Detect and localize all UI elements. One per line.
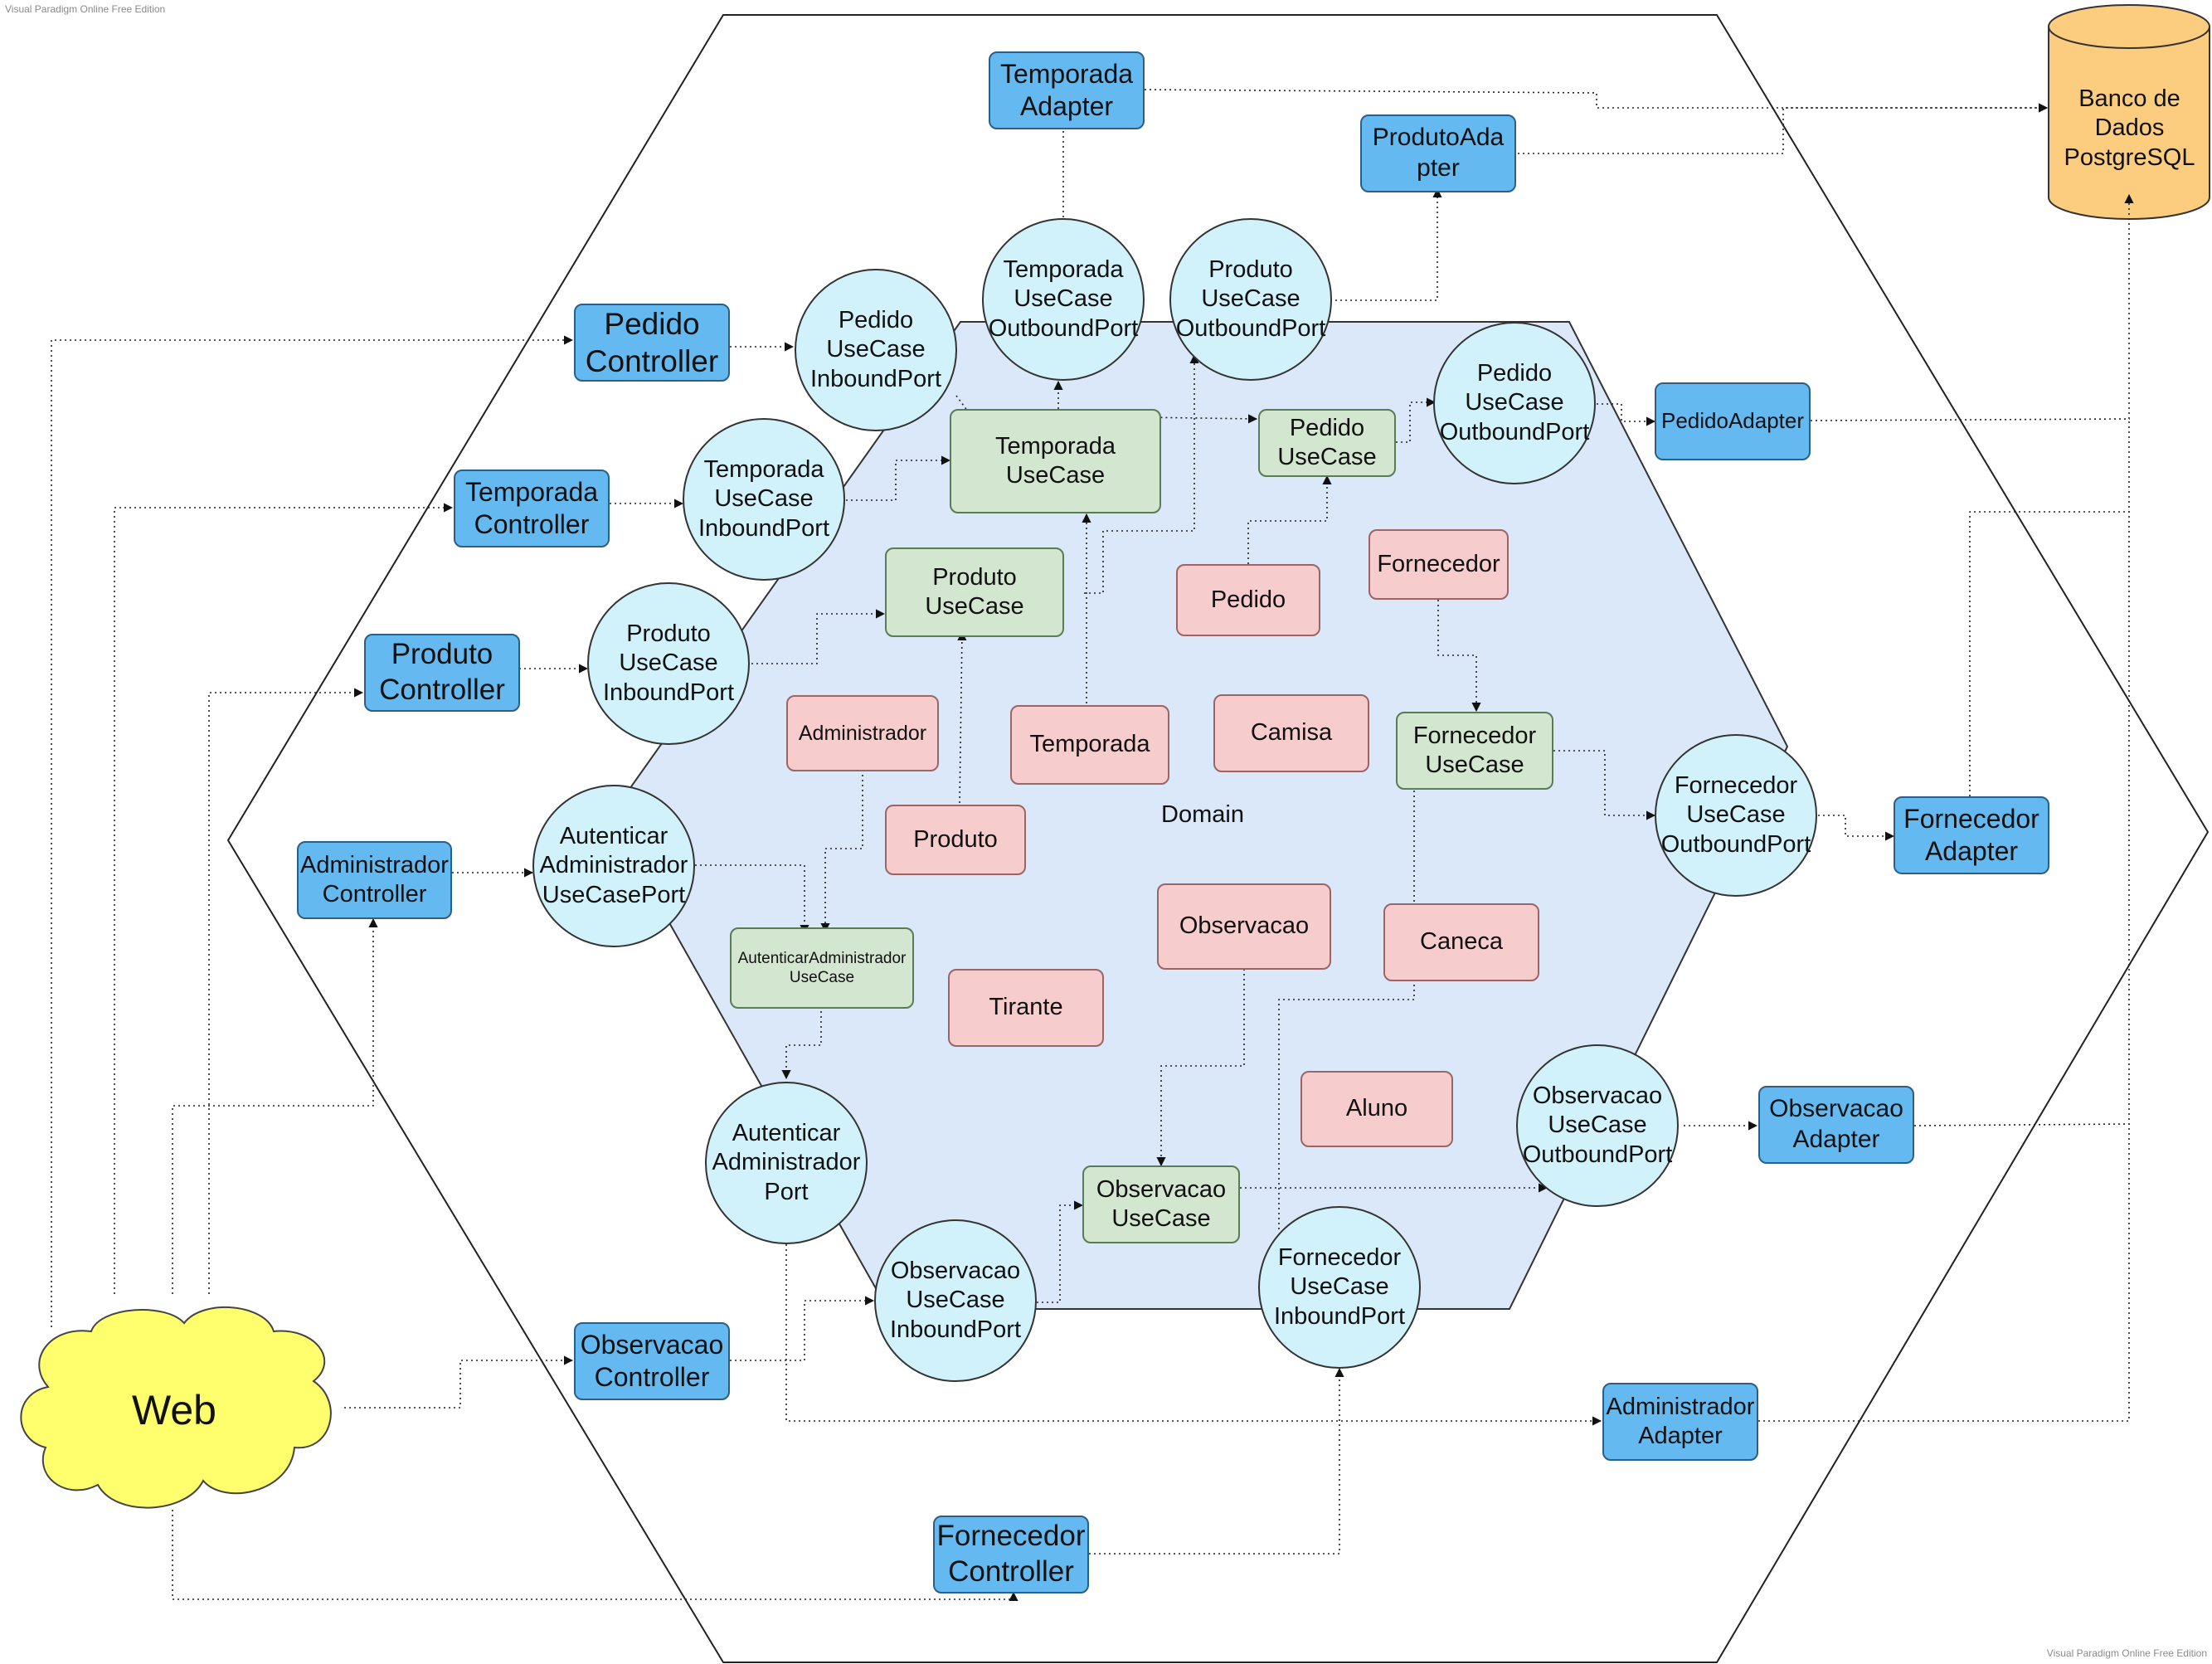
pedido-outbound-port[interactable]: Pedido UseCase OutboundPort	[1433, 322, 1596, 484]
observacao-usecase[interactable]: Observacao UseCase	[1082, 1165, 1240, 1243]
autenticar-usecase-port[interactable]: Autenticar Administrador UseCasePort	[532, 785, 695, 947]
produto-outbound-port[interactable]: Produto UseCase OutboundPort	[1169, 218, 1332, 381]
observacao-outbound-port[interactable]: Observacao UseCase OutboundPort	[1516, 1044, 1679, 1207]
observacao-adapter[interactable]: Observacao Adapter	[1758, 1086, 1914, 1164]
aluno-entity[interactable]: Aluno	[1300, 1071, 1453, 1147]
pedido-entity[interactable]: Pedido	[1176, 564, 1320, 636]
produto-adapter[interactable]: ProdutoAda pter	[1360, 114, 1516, 192]
camisa-entity[interactable]: Camisa	[1213, 694, 1369, 772]
temporada-inbound-port[interactable]: Temporada UseCase InboundPort	[683, 418, 845, 581]
pedido-controller[interactable]: Pedido Controller	[574, 304, 730, 382]
database-label: Banco de Dados PostgreSQL	[2064, 85, 2195, 171]
temporada-adapter[interactable]: Temporada Adapter	[989, 51, 1145, 129]
produto-controller[interactable]: Produto Controller	[364, 634, 520, 712]
fornecedor-entity[interactable]: Fornecedor	[1369, 529, 1509, 600]
web-cloud	[20, 1306, 332, 1509]
administrador-adapter[interactable]: Administrador Adapter	[1602, 1383, 1758, 1461]
observacao-inbound-port[interactable]: Observacao UseCase InboundPort	[874, 1219, 1037, 1382]
pedido-inbound-port[interactable]: Pedido UseCase InboundPort	[795, 269, 957, 431]
fornecedor-inbound-port[interactable]: Fornecedor UseCase InboundPort	[1258, 1206, 1421, 1369]
pedido-usecase[interactable]: Pedido UseCase	[1258, 409, 1396, 477]
watermark-top: Visual Paradigm Online Free Edition	[5, 3, 166, 15]
tirante-entity[interactable]: Tirante	[948, 969, 1104, 1047]
domain-label: Domain	[1161, 801, 1244, 829]
pedido-adapter[interactable]: PedidoAdapter	[1655, 382, 1811, 460]
produto-usecase[interactable]: Produto UseCase	[885, 547, 1064, 637]
temporada-controller[interactable]: Temporada Controller	[454, 470, 610, 547]
autenticar-administrador-port[interactable]: Autenticar Administrador Port	[705, 1082, 868, 1244]
administrador-controller[interactable]: Administrador Controller	[297, 841, 452, 919]
connectors	[51, 89, 2134, 1602]
observacao-controller[interactable]: Observacao Controller	[574, 1322, 730, 1400]
temporada-entity[interactable]: Temporada	[1010, 705, 1169, 785]
web-label: Web	[132, 1386, 216, 1433]
fornecedor-usecase[interactable]: Fornecedor UseCase	[1396, 712, 1553, 790]
administrador-entity[interactable]: Administrador	[786, 695, 939, 771]
autenticar-administrador-usecase[interactable]: AutenticarAdministrador UseCase	[730, 927, 914, 1009]
fornecedor-adapter[interactable]: Fornecedor Adapter	[1894, 796, 2049, 874]
caneca-entity[interactable]: Caneca	[1383, 903, 1539, 981]
fornecedor-outbound-port[interactable]: Fornecedor UseCase OutboundPort	[1655, 734, 1817, 897]
outer-hexagon	[227, 14, 2209, 1663]
produto-inbound-port[interactable]: Produto UseCase InboundPort	[587, 582, 750, 745]
watermark-bottom: Visual Paradigm Online Free Edition	[2046, 1647, 2207, 1659]
temporada-usecase[interactable]: Temporada UseCase	[950, 409, 1161, 513]
fornecedor-controller[interactable]: Fornecedor Controller	[933, 1516, 1089, 1593]
temporada-outbound-port[interactable]: Temporada UseCase OutboundPort	[982, 218, 1145, 381]
observacao-entity[interactable]: Observacao	[1157, 883, 1331, 970]
database-cylinder	[2048, 4, 2210, 220]
produto-entity[interactable]: Produto	[885, 805, 1026, 875]
